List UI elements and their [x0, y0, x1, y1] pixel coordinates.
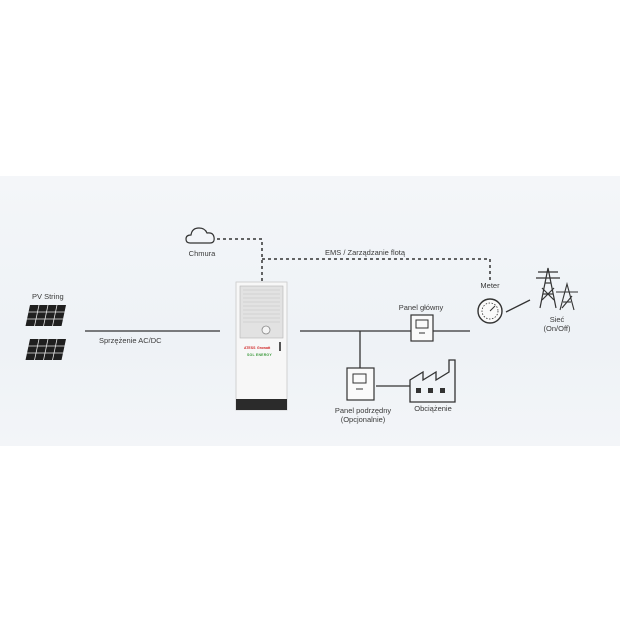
main-panel-icon	[410, 314, 434, 342]
background-band	[0, 176, 620, 446]
cabinet-brand-left: ATESS	[244, 346, 256, 350]
main-panel-label: Panel główny	[398, 303, 444, 312]
ems-label: EMS / Zarządzanie flotą	[325, 248, 406, 257]
sub-panel-label: Panel podrzędny	[334, 406, 392, 415]
pv-string-label: PV String	[32, 292, 64, 301]
sub-panel-icon	[346, 367, 375, 401]
solar-panel-icon	[25, 305, 66, 326]
factory-icon	[409, 359, 456, 403]
meter-label: Meter	[480, 281, 500, 290]
transmission-tower-icon	[556, 281, 578, 311]
vent-grille	[243, 289, 280, 323]
cabinet-product-label: SOL ENERGY	[247, 353, 272, 357]
meter-to-grid-line	[505, 299, 531, 313]
sub-panel-optional-label: (Opcjonalnie)	[340, 415, 386, 424]
cloud-label: Chmura	[188, 249, 216, 258]
solar-panel-icon	[25, 339, 66, 360]
status-indicator	[261, 325, 271, 335]
coupling-label: Sprzężenie AC/DC	[99, 336, 162, 345]
grid-mode-label: (On/Off)	[543, 324, 571, 333]
cloud-to-cabinet-dashed-line	[217, 238, 263, 282]
grid-label: Sieć	[549, 315, 565, 324]
load-label: Obciążenie	[414, 404, 452, 413]
cabinet-brand-right: Growatt	[257, 346, 271, 350]
meter-icon	[477, 298, 503, 324]
cabinet-base	[236, 399, 287, 410]
cloud-icon	[185, 227, 215, 244]
transmission-tower-icon	[536, 267, 560, 309]
energy-storage-cabinet	[235, 281, 288, 411]
factory-windows	[416, 388, 445, 393]
ems-to-meter-dashed-line	[262, 258, 491, 282]
